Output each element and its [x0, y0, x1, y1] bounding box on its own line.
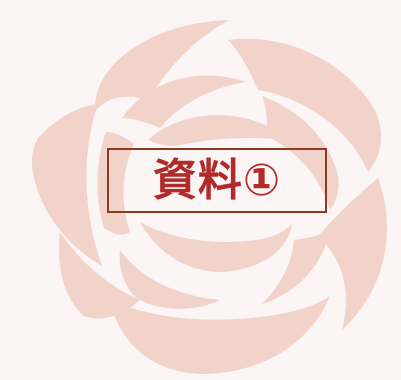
rose-petal [228, 38, 382, 172]
rose-petal [140, 222, 292, 272]
rose-petal [59, 232, 140, 319]
rose-petal [110, 296, 330, 374]
rose-petal [318, 178, 387, 330]
rose-petal [94, 20, 230, 112]
rose-petal [119, 250, 220, 309]
label-text: 資料① [152, 154, 282, 206]
label-box: 資料① [107, 148, 327, 213]
rose-petal [262, 96, 339, 210]
rose-petal [122, 75, 246, 128]
rose-petal [31, 104, 103, 266]
rose-petal [148, 114, 286, 146]
rose-petal [97, 132, 134, 235]
rose-petal [262, 230, 330, 304]
